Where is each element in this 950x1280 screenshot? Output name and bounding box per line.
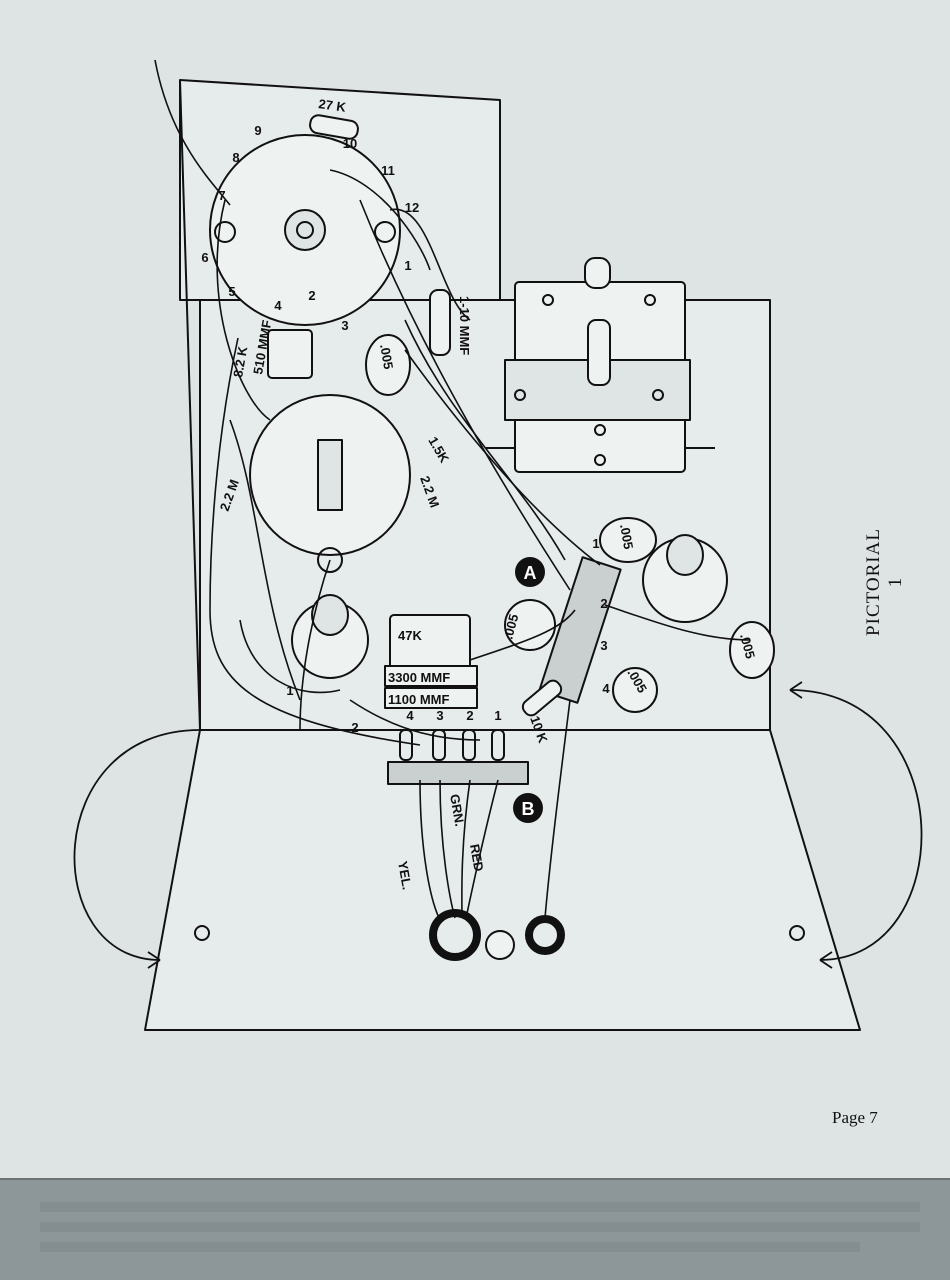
socket1-pin-1: 1	[404, 258, 411, 273]
strip-a-pin-2: 2	[600, 596, 607, 611]
strip-a-pin-4: 4	[602, 681, 610, 696]
label-trimmer: 1-10 MMF	[457, 296, 472, 355]
socket2-pin-1: 1	[286, 683, 293, 698]
figure-title: PICTORIAL 1	[863, 527, 907, 637]
capacitor-510mmf	[268, 330, 312, 378]
marker-b: B	[522, 799, 535, 819]
marker-a-badge: A	[515, 557, 545, 587]
socket1-pin-12: 12	[405, 200, 419, 215]
socket1-pin-4: 4	[274, 298, 282, 313]
socket1-pin-7: 7	[218, 188, 225, 203]
label-1100mmf: 1100 MMF	[388, 692, 449, 707]
strip-b-pin-1: 1	[494, 708, 501, 723]
socket1-pin-8: 8	[232, 150, 239, 165]
label-3300mmf: 3300 MMF	[388, 670, 450, 685]
socket1-pin-9: 9	[254, 123, 261, 138]
marker-a: A	[524, 563, 537, 583]
ground-lug	[486, 931, 514, 959]
strip-b-pin-3: 3	[436, 708, 443, 723]
wiring-diagram: 1 2 3 4 5 6 7 8 9 10 11 12 1 2 1 2 3 4 4…	[0, 0, 950, 1178]
strip-a-pin-3: 3	[600, 638, 607, 653]
marker-b-badge: B	[513, 793, 543, 823]
socket1-pin-11: 11	[381, 163, 395, 178]
label-47k: 47K	[398, 628, 422, 643]
socket1-pin-6: 6	[201, 250, 208, 265]
socket1-pin-5: 5	[228, 284, 235, 299]
socket1-pin-3: 3	[341, 318, 348, 333]
terminal-strip-b	[388, 762, 528, 784]
socket2-pin-2: 2	[351, 720, 358, 735]
strip-a-pin-1: 1	[592, 536, 599, 551]
socket1-pin-10: 10	[343, 136, 357, 151]
page-number: Page 7	[832, 1108, 878, 1128]
socket1-pin-2: 2	[308, 288, 315, 303]
strip-b-pin-2: 2	[466, 708, 473, 723]
trimmer-capacitor	[430, 290, 450, 355]
strip-b-pin-4: 4	[406, 708, 414, 723]
underlying-page	[0, 1180, 950, 1280]
